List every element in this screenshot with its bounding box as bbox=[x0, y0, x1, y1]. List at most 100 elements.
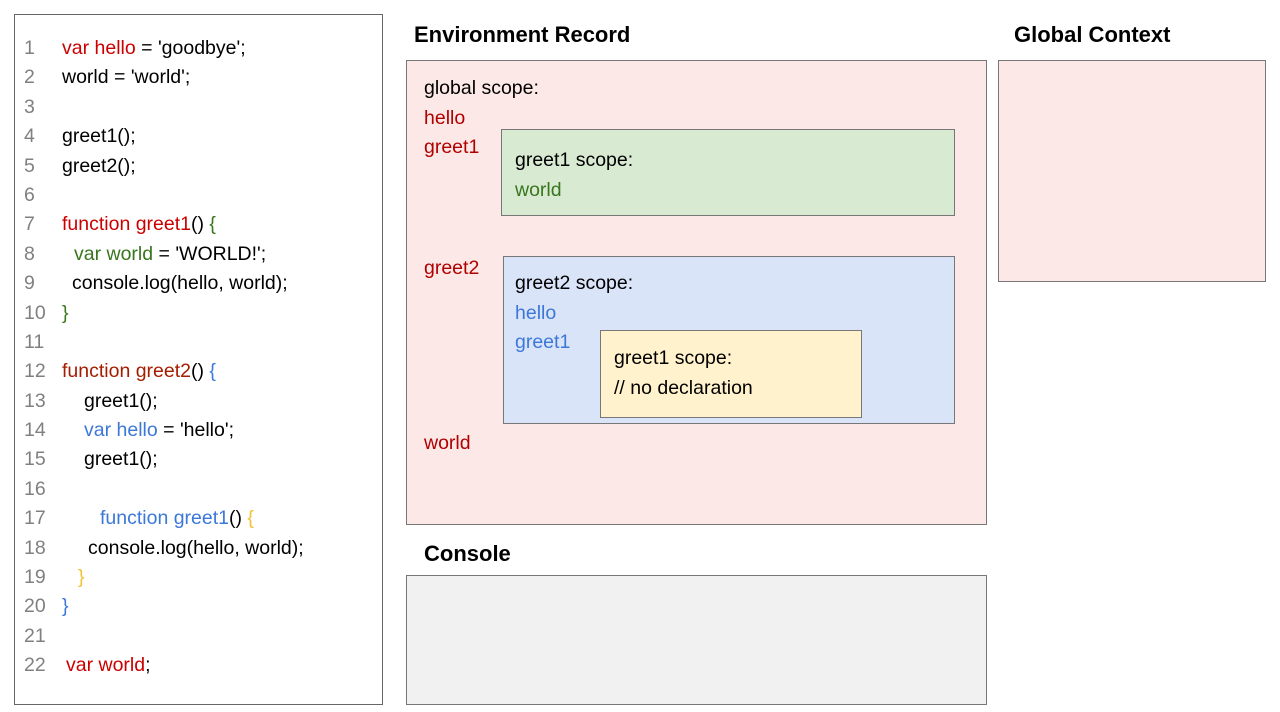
line-number: 22 bbox=[24, 654, 46, 677]
code-token: greet1(); bbox=[84, 448, 158, 471]
code-line: 19} bbox=[24, 563, 382, 592]
line-number: 11 bbox=[24, 330, 45, 353]
code-token: function greet1 bbox=[100, 507, 230, 530]
greet2-var-greet1: greet1 bbox=[515, 331, 571, 353]
line-number: 16 bbox=[24, 477, 46, 500]
code-token: greet1(); bbox=[62, 125, 136, 148]
code-token: } bbox=[62, 595, 69, 618]
code-token: console.log(hello, world); bbox=[72, 272, 288, 295]
greet1-scope-title: greet1 scope: bbox=[515, 149, 634, 171]
line-number: 13 bbox=[24, 389, 46, 412]
global-var-world: world bbox=[424, 432, 471, 454]
code-line: 12 function greet2() { bbox=[24, 357, 382, 386]
line-number: 18 bbox=[24, 536, 46, 559]
code-line-text: var hello = 'hello'; bbox=[62, 416, 234, 445]
code-token: function greet2 bbox=[62, 360, 192, 383]
code-token: () bbox=[191, 360, 210, 383]
code-token: var world bbox=[66, 654, 146, 677]
code-line: 7 function greet1() { bbox=[24, 210, 382, 239]
line-number: 12 bbox=[24, 360, 46, 383]
code-line: 21 bbox=[24, 622, 382, 651]
code-line: 5 greet2(); bbox=[24, 152, 382, 181]
code-lines: 1 var hello = 'goodbye'; 2 world = 'world';… bbox=[24, 34, 382, 681]
code-token: greet2(); bbox=[62, 154, 136, 177]
code-token: () bbox=[229, 507, 248, 530]
code-line-text: var world = 'WORLD!'; bbox=[62, 240, 266, 269]
code-line: 13 greet1(); bbox=[24, 387, 382, 416]
code-line-text: var world; bbox=[62, 651, 151, 680]
code-token: console.log(hello, world); bbox=[88, 536, 304, 559]
line-number: 8 bbox=[24, 242, 35, 265]
greet2-scope-box: greet2 scope: hello greet1 greet1 scope:… bbox=[503, 256, 955, 424]
line-number: 17 bbox=[24, 507, 46, 530]
code-line-text: var hello = 'goodbye'; bbox=[62, 34, 246, 63]
greet1-var-world: world bbox=[515, 178, 562, 201]
code-line-text: function greet1() { bbox=[62, 504, 254, 533]
code-line: 20} bbox=[24, 592, 382, 621]
code-token: greet1(); bbox=[84, 389, 158, 412]
line-number: 6 bbox=[24, 183, 35, 206]
code-panel: 1 var hello = 'goodbye'; 2 world = 'world';… bbox=[14, 14, 383, 705]
code-line: 14 var hello = 'hello'; bbox=[24, 416, 382, 445]
code-line: 10} bbox=[24, 299, 382, 328]
console-box bbox=[406, 575, 987, 705]
line-number: 10 bbox=[24, 301, 46, 324]
global-var-hello: hello bbox=[424, 107, 466, 129]
code-token: } bbox=[62, 301, 69, 324]
inner-greet1-scope-title: greet1 scope: bbox=[614, 347, 733, 369]
code-token: var hello bbox=[62, 37, 136, 59]
code-line-text: greet2(); bbox=[62, 152, 136, 181]
code-line: 6 bbox=[24, 181, 382, 210]
code-token: world = 'world'; bbox=[62, 66, 191, 89]
code-line-text: function greet1() { bbox=[62, 210, 216, 239]
code-line: 1 var hello = 'goodbye'; bbox=[24, 34, 382, 63]
greet1-scope-box: greet1 scope: world bbox=[501, 129, 955, 216]
code-line: 17 function greet1() { bbox=[24, 504, 382, 533]
line-number: 14 bbox=[24, 419, 46, 442]
greet2-var-hello: hello bbox=[515, 301, 557, 324]
global-scope-label: global scope: bbox=[424, 77, 539, 99]
code-token: { bbox=[209, 360, 216, 383]
line-number: 15 bbox=[24, 448, 46, 471]
line-number: 1 bbox=[24, 37, 35, 59]
code-line-text: function greet2() { bbox=[62, 357, 216, 386]
code-token: () bbox=[191, 213, 210, 236]
line-number: 19 bbox=[24, 566, 46, 589]
global-var-greet1: greet1 bbox=[424, 136, 480, 158]
inner-greet1-scope-box: greet1 scope: // no declaration bbox=[600, 330, 862, 418]
code-line: 3 bbox=[24, 93, 382, 122]
code-line-text: } bbox=[62, 563, 85, 592]
line-number: 4 bbox=[24, 125, 35, 148]
line-number: 21 bbox=[24, 624, 46, 647]
code-line: 18 console.log(hello, world); bbox=[24, 534, 382, 563]
line-number: 9 bbox=[24, 272, 35, 295]
code-line-text: world = 'world'; bbox=[62, 63, 190, 92]
code-token: var world bbox=[74, 242, 154, 265]
code-token: var hello bbox=[84, 419, 158, 442]
greet2-scope-title: greet2 scope: bbox=[515, 272, 634, 294]
code-token: = 'hello'; bbox=[157, 419, 235, 442]
line-number: 7 bbox=[24, 213, 35, 236]
code-line-text: greet1(); bbox=[62, 445, 158, 474]
global-var-greet2: greet2 bbox=[424, 257, 480, 279]
code-line: 8 var world = 'WORLD!'; bbox=[24, 240, 382, 269]
code-line-text: console.log(hello, world); bbox=[62, 269, 288, 298]
line-number: 3 bbox=[24, 95, 35, 118]
line-number: 5 bbox=[24, 154, 35, 177]
line-number: 20 bbox=[24, 595, 46, 618]
code-line-text: console.log(hello, world); bbox=[62, 534, 304, 563]
global-context-box bbox=[998, 60, 1266, 282]
inner-greet1-scope-comment: // no declaration bbox=[614, 376, 753, 399]
console-heading: Console bbox=[424, 541, 511, 566]
code-line: 22 var world; bbox=[24, 651, 382, 680]
code-token: } bbox=[78, 566, 85, 589]
code-line: 15 greet1(); bbox=[24, 445, 382, 474]
code-line-text: greet1(); bbox=[62, 122, 136, 151]
code-line-text: greet1(); bbox=[62, 387, 158, 416]
line-number: 2 bbox=[24, 66, 35, 89]
code-line: 9 console.log(hello, world); bbox=[24, 269, 382, 298]
code-token: ; bbox=[145, 654, 151, 677]
code-token: { bbox=[247, 507, 254, 530]
code-line: 16 bbox=[24, 475, 382, 504]
